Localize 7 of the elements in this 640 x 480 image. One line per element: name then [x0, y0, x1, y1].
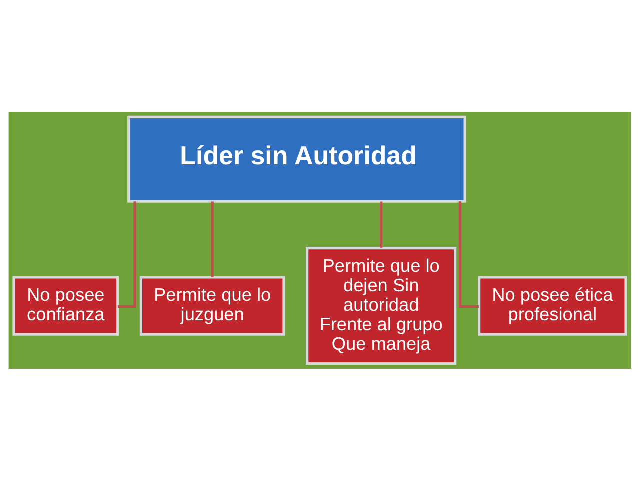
node-box: No posee confianza	[12, 276, 120, 336]
connector	[380, 201, 383, 248]
node-box: Líder sin Autoridad	[128, 115, 466, 202]
node-box: Permite que lo dejen Sin autoridad Frente al grupo Que maneja	[306, 246, 457, 365]
node-box: Permite que lo juzguen	[140, 276, 286, 336]
connector	[211, 201, 214, 277]
node-box: No posee ética profesional	[478, 276, 628, 336]
